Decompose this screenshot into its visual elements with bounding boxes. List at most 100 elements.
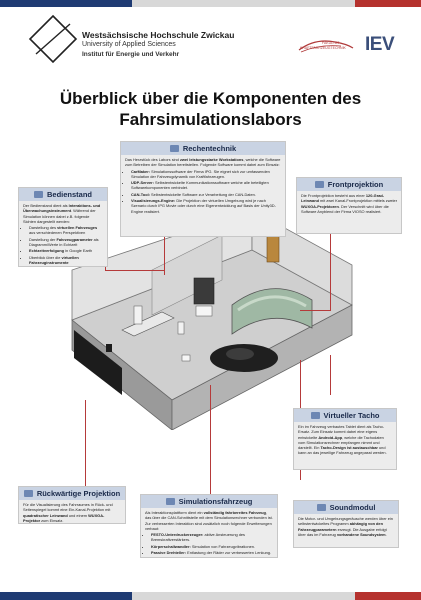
university-name: Westsächsische Hochschule Zwickau [82,30,235,40]
speedometer-icon [310,412,320,419]
item-term: Körperschallwandler: [151,543,191,549]
institute-name: Institut für Energie und Verkehr [82,51,180,58]
item-text: Überblick über die [29,254,62,260]
connector-simulationsfahrzeug [210,385,211,495]
control-desk [121,311,175,337]
wall-monitor [193,277,215,305]
panel-simfahrzeug-body: Als Interaktionsplattform dient ein voll… [141,508,277,558]
panel-rueckwaertig-body: Für die Visualisierung des Fahrraumes in… [19,500,125,525]
list-item: Körperschallwandler: Simulation von Fahr… [151,544,273,549]
item-term: Passive Drehteller: [151,550,187,556]
panel-virtueller-tacho: Virtueller Tacho Ein im Fahrzeug verbaut… [293,408,397,470]
text: . Während der Simulation können dabei z.… [23,208,96,224]
lab-3d-illustration [71,210,353,430]
text: zum Einsatz. [40,517,64,523]
text-bold: quadratischer Leinwand [23,512,68,518]
item-term: Visualisierungs-Engine: [131,198,176,204]
item-text: Entlastung der Räder zur verbesserten Le… [186,550,272,556]
text: Der Bedienstand dient als [23,203,69,208]
text: Die Motor- und Umgebungsgeräusche werden… [298,516,393,527]
simfahrzeug-list: FESTO-Unterdruckerzeuger: aktive Ansteue… [145,532,273,555]
item-text: Darstellung des [29,225,58,231]
projector-icon [23,490,33,497]
item-text: aktive Ansteuerung des Bremskraftverstär… [151,532,245,543]
connector-rechentechnik [164,235,165,275]
panel-simfahrzeug-title: Simulationsfahrzeug [178,497,253,506]
item-text: Selbstentwickelte Software zur Verarbeit… [149,191,256,197]
connector-frontprojektion-h [300,310,331,311]
item-term: virtuellen Fahrzeuges [57,225,98,231]
university-subtitle: University of Applied Sciences [82,41,176,48]
panel-rechentechnik-body: Das Herzstück des Labors sind zwei leist… [121,155,285,217]
text-bold: Android-App [318,434,343,440]
text: erzeugt. Die Ausgabe erfolgt über das im… [298,526,387,537]
item-text: Selbstentwickelte Kommunikationssoftware… [131,180,269,191]
connector-rueckwaertig [85,400,86,486]
bottom-bar-red [355,592,421,600]
panel-frontprojektion-body: Die Frontprojektion besteht aus einer 12… [297,191,401,216]
text: Für die Visualisierung des Fahrraumes in… [23,502,113,513]
panel-tacho-title: Virtueller Tacho [323,411,380,420]
panel-rechentechnik-title: Rechentechnik [182,144,237,153]
text: Als Interaktionsplattform dient ein [145,510,204,515]
panel-soundmodul-header: Soundmodul [294,501,398,514]
text-bold: zwei leistungsstarke Workstations [179,157,244,162]
text-bold: vorhandene Soundsystem [336,531,386,537]
whz-logo-icon [28,14,78,64]
panel-tacho-body: Ein im Fahrzeug verbautes Tablet dient a… [294,422,396,458]
list-item: UDP-Server: Selbstentwickelte Kommunikat… [131,180,281,191]
text: Ein im Fahrzeug verbautes Tablet dient a… [298,424,385,440]
rear-projection-screen [74,330,122,395]
car-icon [165,498,175,505]
connector-rechentechnik-h [105,270,165,271]
rechentechnik-list: CarMaker: Simulationssoftware der Firma … [125,169,281,214]
faculty-label-2: KRAFTFAHRZEUGTECHNIK [300,46,346,50]
text-bold: Tacho-Design ist austauschbar [320,445,378,451]
text: . [385,531,387,537]
panel-bedienstand-title: Bedienstand [46,190,92,199]
panel-frontprojektion: Frontprojektion Die Frontprojektion best… [296,177,402,234]
item-text: Simulationssoftware der Firma IPG. Sie e… [131,168,270,179]
top-bar-red [355,0,421,7]
item-term: virtuellen Fahrzeuginstrumente [29,254,79,265]
computer-icon [169,145,179,152]
item-text: Die Projektion der virtuellen Umgebung w… [131,198,276,214]
item-text: als Diagramm/Werte in Echtzeit [29,236,99,248]
panel-bedienstand-header: Bedienstand [19,188,107,201]
bedienstand-list: Darstellung des virtuellen Fahrzeuges au… [23,225,103,265]
item-text: aus verschiedenen Perspektiven [29,230,86,236]
text: , welche die Software zum Betreiben der … [125,157,281,168]
text: Die Frontprojektion besteht aus einer [301,193,366,198]
poster-title: Überblick über die Komponenten des Fahrs… [59,89,362,129]
item-term: Fahrzeugparameter [56,236,93,242]
top-bar-grey [132,0,355,7]
item-text: Darstellung der [29,236,57,242]
faculty-logo-icon [298,40,354,53]
panel-bedienstand: Bedienstand Der Bedienstand dient als In… [18,187,108,267]
list-item: Überblick über die virtuellen Fahrzeugin… [29,255,103,266]
top-bar-blue [0,0,132,7]
list-item: CarMaker: Simulationssoftware der Firma … [131,169,281,180]
list-item: Passive Drehteller: Entlastung der Räder… [151,550,273,555]
item-term: CarMaker: [131,168,151,174]
item-text: in Google Earth [64,248,93,254]
panel-soundmodul: Soundmodul Die Motor- und Umgebungsgeräu… [293,500,399,548]
text-bold: WUXGA-Projektor [23,512,105,523]
item-term: FESTO-Unterdruckerzeuger: [151,532,204,538]
bottom-bar-grey [132,592,355,600]
panel-frontprojektion-header: Frontprojektion [297,178,401,191]
text: . Der Verschnitt wird über die Software … [301,203,389,214]
iev-logo: IEV [365,34,395,55]
monitor-icon [33,191,43,198]
projector-icon [314,181,324,188]
panel-rueckwaertig-title: Rückwärtige Projektion [36,489,121,498]
faculty-label-1: FAKULTÄT [322,41,340,45]
text: Das Herzstück des Labors sind [125,157,180,162]
text-bold: abhängig von den Fahrzeugparametern [298,521,383,532]
item-text: Simulation von Fahrzeugvibrationen. [190,543,256,549]
panel-simulationsfahrzeug: Simulationsfahrzeug Als Interaktionsplat… [140,494,278,558]
partition-wall [151,234,223,316]
panel-tacho-header: Virtueller Tacho [294,409,396,422]
item-term: CAN-Tool: [131,191,150,197]
panel-rueckwaertige-projektion: Rückwärtige Projektion Für die Visualisi… [18,486,126,524]
